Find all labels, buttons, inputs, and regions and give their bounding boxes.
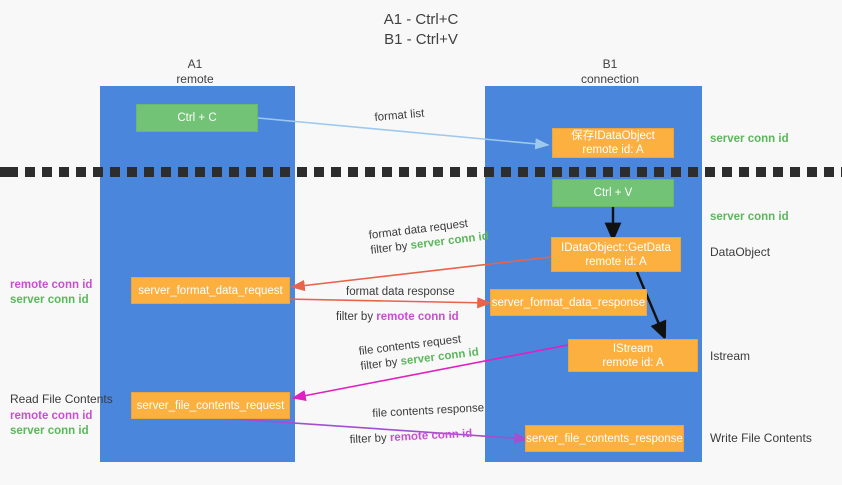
node-ctrl-c[interactable]: Ctrl + C	[136, 104, 258, 132]
column-header-b1: B1 connection	[530, 57, 690, 87]
node-server-file-contents-response-label: server_file_contents_response	[526, 432, 683, 445]
edge-label-format-list: format list	[374, 107, 425, 124]
node-getdata-title: IDataObject::GetData	[561, 241, 671, 254]
node-server-file-contents-request-label: server_file_contents_request	[136, 399, 285, 412]
node-save-idataobject[interactable]: 保存IDataObject remote id: A	[552, 128, 674, 158]
node-save-idataobject-remote-id: remote id: A	[582, 144, 644, 156]
node-istream[interactable]: IStream remote id: A	[568, 339, 698, 372]
right-label-server-conn-id-mid: server conn id	[710, 211, 789, 223]
left-label-format-group: remote conn id server conn id	[10, 278, 92, 308]
node-getdata-remote-id: remote id: A	[585, 255, 647, 268]
left-label-read-file-contents: Read File Contents	[10, 392, 113, 406]
edge-label-format-data-response: format data response filter by remote co…	[336, 285, 459, 325]
title-line-1: A1 - Ctrl+C	[383, 11, 459, 28]
edge-label-file-contents-response: file contents response filter by remote …	[349, 401, 486, 447]
column-b1-name: B1	[602, 57, 618, 71]
node-save-idataobject-title: 保存IDataObject	[571, 130, 655, 142]
node-server-file-contents-response[interactable]: server_file_contents_response	[525, 425, 684, 452]
title-line-2: B1 - Ctrl+V	[384, 31, 458, 48]
right-label-server-conn-id-top: server conn id	[710, 133, 789, 145]
column-b1-role: connection	[580, 72, 640, 86]
node-server-format-data-response-label: server_format_data_response	[491, 296, 646, 309]
right-label-istream: Istream	[710, 349, 751, 363]
node-server-format-data-response[interactable]: server_format_data_response	[490, 289, 647, 316]
column-a1-name: A1	[187, 57, 203, 71]
node-ctrl-v[interactable]: Ctrl + V	[552, 179, 674, 207]
edge-label-format-data-request: format data request filter by server con…	[368, 215, 490, 259]
left-label-format-server-conn-id: server conn id	[10, 294, 89, 306]
right-label-dataobject: DataObject	[710, 245, 771, 259]
node-idataobject-getdata[interactable]: IDataObject::GetData remote id: A	[551, 237, 681, 272]
filter-prefix: filter by	[359, 356, 399, 373]
filter-prefix: filter by	[369, 240, 409, 257]
node-server-format-data-request[interactable]: server_format_data_request	[131, 277, 290, 304]
column-a1-role: remote	[176, 72, 214, 86]
left-label-file-group: Read File Contents remote conn id server…	[10, 392, 113, 439]
left-label-file-remote-conn-id: remote conn id	[10, 410, 93, 422]
node-ctrl-v-label: Ctrl + V	[593, 187, 633, 199]
edge-label-file-contents-request: file contents request filter by server c…	[358, 331, 480, 375]
node-istream-title: IStream	[612, 342, 654, 355]
filter-value-remote-conn-id: remote conn id	[376, 311, 459, 323]
node-server-file-contents-request[interactable]: server_file_contents_request	[131, 392, 290, 419]
node-istream-remote-id: remote id: A	[602, 356, 664, 369]
edge-label-file-contents-response-filter: filter by remote conn id	[349, 426, 485, 448]
filter-value-remote-conn-id: remote conn id	[389, 427, 473, 445]
edge-label-file-contents-response-text: file contents response	[372, 402, 485, 420]
edge-label-format-data-response-text: format data response	[346, 286, 455, 298]
left-label-format-remote-conn-id: remote conn id	[10, 279, 93, 291]
page-title: A1 - Ctrl+C B1 - Ctrl+V	[0, 10, 842, 50]
phase-divider	[0, 167, 842, 177]
right-label-write-file-contents: Write File Contents	[710, 431, 812, 445]
node-server-format-data-request-label: server_format_data_request	[138, 284, 283, 297]
filter-prefix: filter by	[349, 432, 388, 447]
column-header-a1: A1 remote	[115, 57, 275, 87]
filter-prefix: filter by	[336, 311, 374, 323]
left-label-file-server-conn-id: server conn id	[10, 425, 89, 437]
edge-label-format-data-response-filter: filter by remote conn id	[336, 310, 459, 325]
node-ctrl-c-label: Ctrl + C	[177, 112, 217, 124]
